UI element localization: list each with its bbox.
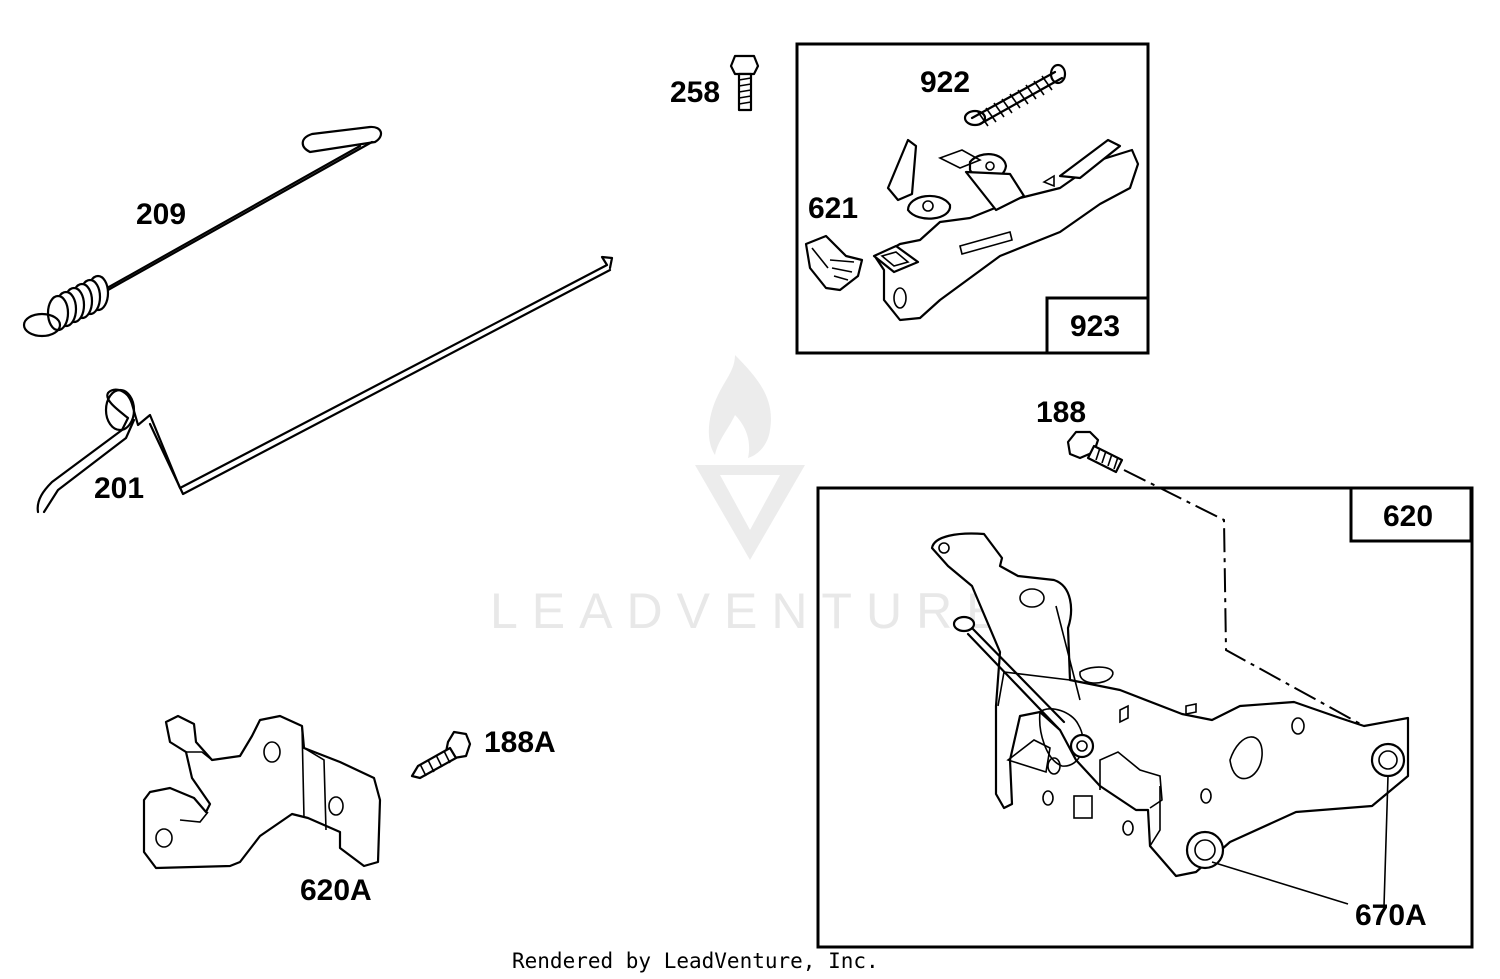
- assembly-923-box: [795, 42, 1150, 355]
- part-188A-screw: [410, 730, 472, 780]
- spring-coils: [46, 274, 110, 332]
- label-620A: 620A: [300, 874, 372, 907]
- part-201-rod: [36, 255, 614, 514]
- part-922-spring: [963, 63, 1067, 127]
- label-188A: 188A: [484, 726, 556, 759]
- part-258-screw: [729, 54, 760, 112]
- leader-188-to-bracket: [1123, 469, 1365, 727]
- label-923: 923: [1070, 310, 1120, 343]
- part-188-screw: [1066, 430, 1124, 474]
- label-188: 188: [1036, 396, 1086, 429]
- part-621-lever: [804, 234, 864, 292]
- watermark-flame-icon: [708, 355, 771, 458]
- governor-control-plate: [872, 138, 1140, 322]
- bracket-620-box: [816, 486, 1474, 949]
- credit-text: Rendered by LeadVenture, Inc.: [512, 949, 879, 973]
- bracket-620-tag: [1349, 486, 1473, 543]
- leader-670A-b: [1211, 861, 1349, 905]
- label-922: 922: [920, 66, 970, 99]
- label-620: 620: [1383, 500, 1433, 533]
- watermark-v-icon: [695, 465, 805, 560]
- watermark-text: LEADVENTURE: [490, 583, 1014, 639]
- label-209: 209: [136, 198, 186, 231]
- part-209-spring: [22, 125, 383, 338]
- part-620-bracket: [930, 532, 1410, 878]
- label-258: 258: [670, 76, 720, 109]
- label-670A: 670A: [1355, 899, 1427, 932]
- watermark: LEADVENTURE: [490, 355, 1014, 639]
- leader-670A-a: [1383, 775, 1389, 907]
- assembly-923-tag: [1045, 296, 1150, 355]
- label-621: 621: [808, 192, 858, 225]
- label-201: 201: [94, 472, 144, 505]
- part-620A-bracket: [142, 714, 382, 870]
